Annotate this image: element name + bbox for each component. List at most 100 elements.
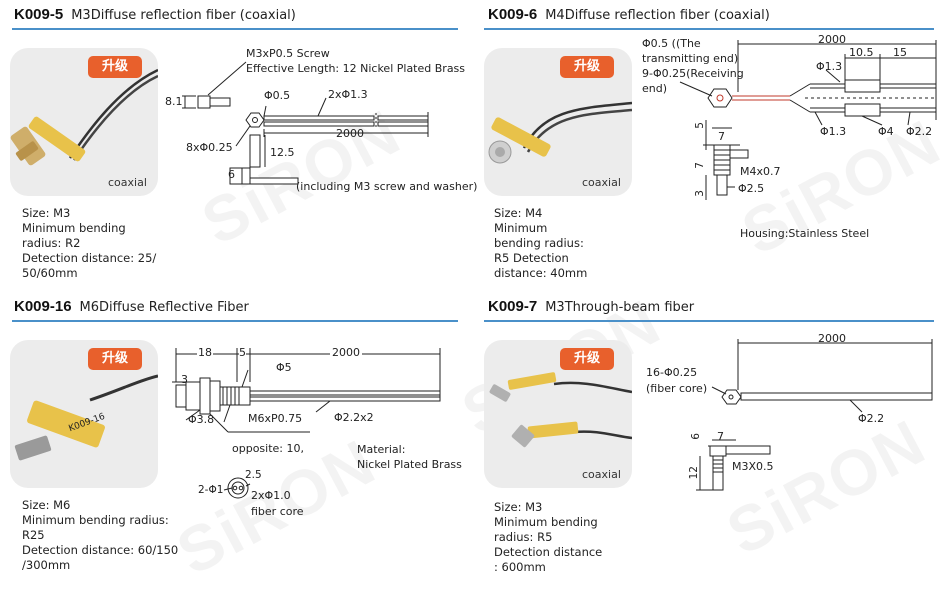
dim-label: 2-Φ1 — [198, 484, 224, 496]
dim-label: Φ4 — [878, 125, 894, 138]
dim-label: 6 — [690, 433, 702, 440]
dim-label: Φ1.3 — [816, 60, 843, 73]
spec-line: Minimum — [494, 221, 548, 235]
drawing-note: (including M3 screw and washer) — [296, 180, 478, 193]
technical-drawing-k009-6 — [0, 0, 942, 577]
dim-label: 10.5 — [849, 46, 874, 59]
dim-note: (fiber core) — [646, 382, 708, 395]
spec-line: Size: M4 — [494, 206, 543, 220]
material-label: Material: — [357, 443, 406, 456]
product-code: K009-5 — [14, 6, 64, 23]
photo-caption: coaxial — [582, 176, 621, 189]
spec-line: : 600mm — [494, 560, 546, 574]
spec-line: 50/60mm — [22, 266, 78, 280]
photo-caption: coaxial — [582, 468, 621, 481]
spec-line: Minimum bending radius: — [22, 513, 169, 527]
spec-list: Size: M3 Minimum bending radius: R2 Dete… — [22, 206, 156, 281]
section-divider — [484, 320, 934, 322]
dim-label: 18 — [197, 346, 213, 359]
dim-label: M3X0.5 — [732, 460, 774, 473]
spec-line: Detection distance — [494, 545, 603, 559]
spec-line: Detection distance: 60/150 — [22, 543, 179, 557]
dim-label: 6 — [228, 168, 235, 181]
spec-line: Size: M6 — [22, 498, 71, 512]
dim-note: end) — [642, 82, 668, 95]
dim-note: 16-Φ0.25 — [646, 366, 698, 379]
photo-caption: coaxial — [108, 176, 147, 189]
dim-label: Φ1.3 — [820, 125, 847, 138]
product-photo: 升级 coaxial — [484, 340, 632, 488]
spec-list: Size: M4 Minimum bending radius: R5 Dete… — [494, 206, 587, 281]
product-photo: 升级 coaxial — [484, 48, 632, 196]
product-code: K009-6 — [488, 6, 538, 23]
product-photo: 升级 K009-16 — [10, 340, 158, 488]
section-divider — [484, 28, 934, 30]
dim-label: 2000 — [330, 346, 362, 359]
material-value: Nickel Plated Brass — [357, 458, 462, 471]
dim-label: Φ2.2 — [858, 412, 885, 425]
spec-list: Size: M6 Minimum bending radius: R25 Det… — [22, 498, 178, 573]
technical-drawing-k009-5 — [0, 0, 942, 577]
dim-label: Φ3.8 — [188, 413, 215, 426]
dim-label: 15 — [893, 46, 907, 59]
fiber-illustration — [14, 374, 158, 461]
dim-label: 2xΦ1.3 — [328, 88, 368, 101]
dim-label: Φ2.2x2 — [334, 411, 374, 424]
fiber-illustration — [10, 68, 158, 166]
dim-label: 2000 — [336, 127, 364, 140]
dim-label: 12 — [688, 466, 700, 480]
dim-label: 7 — [717, 430, 724, 443]
screw-note-2: Effective Length: 12 Nickel Plated Brass — [246, 62, 466, 75]
dim-label: 7 — [718, 130, 725, 143]
spec-list: Size: M3 Minimum bending radius: R5 Dete… — [494, 500, 602, 575]
section-divider — [12, 320, 458, 322]
dim-label: Φ2.2 — [906, 125, 933, 138]
screw-note-1: M3xP0.5 Screw — [246, 47, 330, 60]
dim-label: 2.5 — [245, 469, 262, 481]
product-name: M4Diffuse reflection fiber (coaxial) — [545, 8, 770, 23]
spec-line: Size: M3 — [22, 206, 71, 220]
technical-drawing-k009-16 — [0, 0, 942, 577]
spec-line: radius: R2 — [22, 236, 81, 250]
dim-label: 2xΦ1.0 — [251, 489, 291, 502]
dim-note: transmitting end) — [642, 52, 739, 65]
housing-note: Housing:Stainless Steel — [740, 227, 870, 240]
dim-note: Φ0.5 ((The — [642, 37, 701, 50]
section-title-k009-16: K009-16 M6Diffuse Reflective Fiber — [14, 298, 249, 315]
dim-label: 8.1 — [165, 95, 183, 108]
dim-label: 2000 — [818, 33, 846, 46]
dim-label: opposite: 10, — [232, 442, 304, 455]
product-code: K009-16 — [14, 298, 72, 315]
spec-line: Size: M3 — [494, 500, 543, 514]
spec-line: distance: 40mm — [494, 266, 588, 280]
product-name: M3Diffuse reflection fiber (coaxial) — [71, 8, 296, 23]
dim-label: Φ5 — [276, 361, 292, 374]
spec-line: Minimum bending — [22, 221, 126, 235]
dim-label: M4x0.7 — [740, 165, 781, 178]
spec-line: R5 Detection — [494, 251, 569, 265]
dim-label: 5 — [239, 346, 246, 359]
product-name: M6Diffuse Reflective Fiber — [79, 300, 249, 315]
spec-line: /300mm — [22, 558, 71, 572]
dim-label: 2000 — [818, 332, 846, 345]
section-title-k009-5: K009-5 M3Diffuse reflection fiber (coaxia… — [14, 6, 296, 23]
technical-drawing-k009-7 — [0, 0, 942, 577]
spec-line: R25 — [22, 528, 45, 542]
dim-label: M6xP0.75 — [248, 412, 303, 425]
fiber-illustration — [489, 372, 632, 448]
upgrade-badge: 升级 — [88, 56, 142, 78]
upgrade-badge: 升级 — [88, 348, 142, 370]
dim-label: 3 — [181, 373, 188, 386]
dim-label: 12.5 — [270, 146, 295, 159]
dim-label: Φ0.5 — [264, 89, 291, 102]
upgrade-badge: 升级 — [560, 56, 614, 78]
product-photo: 升级 coaxial — [10, 48, 158, 196]
dim-label: Φ2.5 — [738, 182, 765, 195]
section-divider — [12, 28, 458, 30]
spec-line: Detection distance: 25/ — [22, 251, 157, 265]
product-name: M3Through-beam fiber — [545, 300, 695, 315]
upgrade-badge: 升级 — [560, 348, 614, 370]
dim-label: fiber core — [251, 505, 304, 518]
fiber-illustration — [488, 101, 632, 164]
dim-label: 8xΦ0.25 — [186, 141, 233, 154]
